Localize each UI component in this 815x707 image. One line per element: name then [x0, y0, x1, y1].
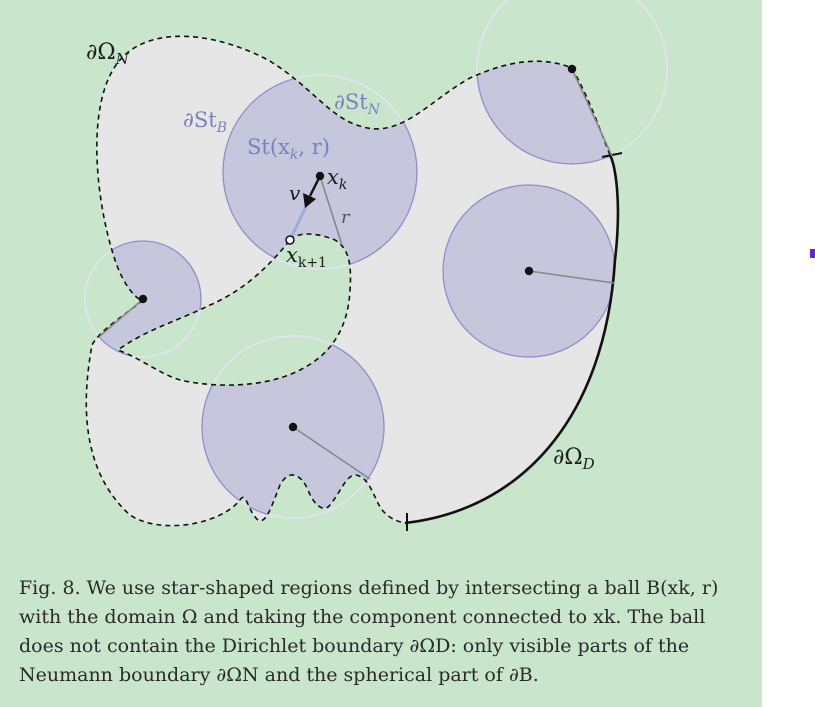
center-top-right: [567, 64, 577, 74]
label-dirichlet-boundary: ∂Ω: [553, 445, 583, 470]
radius-interior: [528, 270, 615, 284]
center-bottom: [288, 422, 298, 432]
dirichlet-boundary: [404, 154, 620, 525]
label-neumann-sub: N: [115, 50, 130, 68]
label-neumann-boundary: ∂Ω: [86, 40, 116, 65]
svg-text:xk: xk: [327, 165, 347, 193]
radius-top-right: [571, 68, 613, 157]
label-dirichlet-sub: D: [582, 455, 595, 473]
velocity-arrowhead: [303, 193, 316, 208]
label-star-region: St(x: [247, 135, 290, 159]
label-radius: r: [341, 207, 351, 228]
radius-left: [99, 298, 144, 337]
label-star-region-tail: , r): [298, 135, 330, 159]
svg-text:xk+1: xk+1: [286, 243, 327, 271]
svg-text:St(xk, r): St(xk, r): [247, 135, 330, 163]
label-velocity: v: [289, 181, 301, 205]
label-st-boundary-n: ∂St: [334, 90, 368, 114]
radius-lines: [99, 68, 615, 480]
label-st-boundary-b: ∂St: [183, 108, 217, 132]
svg-text:∂StB: ∂StB: [183, 108, 227, 136]
label-xk-sub: k: [339, 177, 347, 193]
neumann-boundary: [85, 35, 611, 527]
caption-line-2: with the domain Ω and taking the compone…: [19, 606, 706, 628]
center-left: [138, 294, 148, 304]
caption-line-3: does not contain the Dirichlet boundary …: [19, 635, 690, 657]
label-star-region-sub: k: [290, 147, 298, 163]
figure-panel: ∂ΩN ∂ΩD ∂StB ∂StN St(xk, r) xk xk+1 v r …: [0, 0, 762, 707]
svg-text:∂ΩD: ∂ΩD: [553, 445, 595, 473]
ball-centers: [138, 64, 577, 432]
point-xk: [315, 171, 325, 181]
star-shaped-region-diagram: ∂ΩN ∂ΩD ∂StB ∂StN St(xk, r) xk xk+1 v r: [84, 0, 668, 531]
radius-xk: [319, 175, 343, 246]
point-xk1: [285, 235, 295, 245]
label-xk1: x: [286, 243, 298, 267]
label-st-boundary-b-sub: B: [216, 120, 227, 136]
center-interior: [524, 266, 534, 276]
label-xk: x: [327, 165, 339, 189]
figure-caption: Fig. 8. We use star-shaped regions defin…: [19, 574, 749, 690]
label-st-boundary-n-sub: N: [367, 102, 381, 118]
edge-marker: [810, 249, 815, 258]
svg-text:∂ΩN: ∂ΩN: [86, 40, 130, 68]
svg-text:∂StN: ∂StN: [334, 90, 381, 118]
caption-line-4: Neumann boundary ∂ΩN and the spherical p…: [19, 664, 539, 686]
caption-line-1: Fig. 8. We use star-shaped regions defin…: [19, 577, 719, 599]
label-xk1-sub: k+1: [298, 255, 327, 271]
radius-bottom: [292, 426, 371, 480]
